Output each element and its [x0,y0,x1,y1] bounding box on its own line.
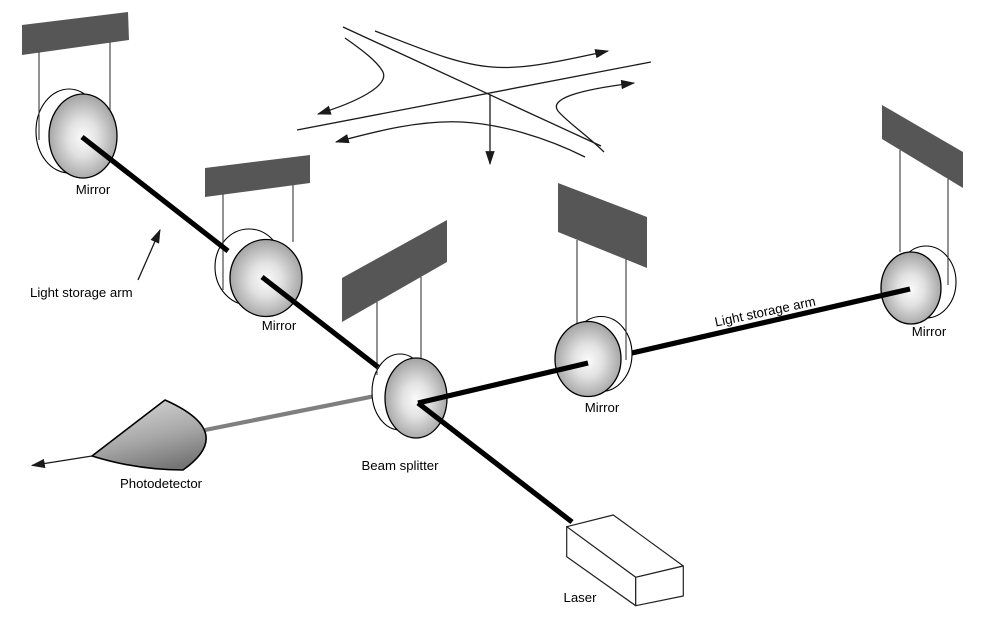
photodetector-assembly [30,399,207,471]
spacetime-distortion-diagram [296,26,652,166]
laser-label: Laser [564,590,598,605]
left-arm-beam-upper [80,134,230,254]
mirror-far-right-label: Mirror [912,324,947,339]
detector-output-beam [204,388,401,433]
right-arm-beam-outer [631,286,911,356]
laser-beams [80,134,911,525]
mirror-assembly-far-right [880,105,963,325]
laser-box [566,514,684,607]
streamline-top [374,30,610,69]
beam-splitter-assembly [342,220,448,439]
photodetector-cone [91,399,207,471]
mirror-support [882,105,963,188]
mirror-assembly-top-left [22,12,129,179]
mirror-top-left-label: Mirror [76,182,111,197]
light-storage-arm-left-label: Light storage arm [30,285,133,300]
separatrix-line-b [296,61,652,131]
laser-input-beam [416,400,574,525]
mirror-mid-left-label: Mirror [262,318,297,333]
mirror-face [554,320,622,398]
streamline-right [555,79,636,153]
photodetector-label: Photodetector [120,476,203,491]
left-arm-beam-lower [260,274,380,370]
streamline-bottom [334,121,586,158]
light-storage-arm-pointer-arrow [137,228,161,281]
laser-box-end [635,565,684,607]
mirror-support [22,12,129,55]
separatrix-line-a [342,26,602,147]
mirror-face [880,251,942,325]
mirror-support [205,155,310,197]
beam-splitter-label: Beam splitter [362,458,440,473]
streamline-left [316,37,385,115]
mirror-support [558,183,647,268]
mirror-near-right-label: Mirror [585,400,620,415]
mirror-assembly-near-right [554,183,647,398]
signal-out-arrow [30,455,93,469]
mirror-assembly-mid-left [205,155,310,318]
labels: Mirror Mirror Beam splitter Mirror Mirro… [30,182,947,605]
beam-splitter-support [342,220,447,322]
right-arm-beam-inner [417,360,589,406]
